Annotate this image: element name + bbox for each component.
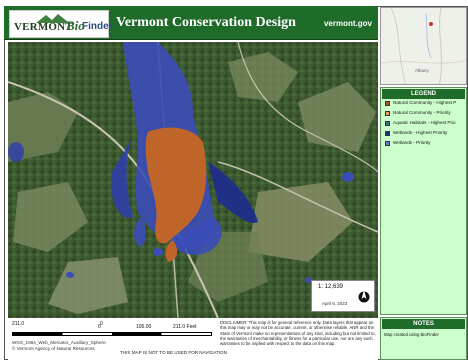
notes-text: Map created using BioFinder xyxy=(384,332,439,337)
legend-swatch xyxy=(385,101,390,106)
site-link[interactable]: vermont.gov xyxy=(323,19,372,28)
legend-item: Natural Community - Priority xyxy=(381,110,466,119)
inset-place-label: Albany xyxy=(415,68,429,73)
legend-title: LEGEND xyxy=(382,89,465,99)
scale-mid-low-label: 0 xyxy=(98,324,101,330)
legend-item: Wetlands - Priority xyxy=(381,140,466,149)
scale-ratio-box: 1: 12,639 April 6, 2023 xyxy=(311,280,375,312)
legend-swatch xyxy=(385,111,390,116)
scale-bar xyxy=(12,332,212,336)
logo-state-text: VERMONT xyxy=(14,21,73,33)
navigation-warning: THIS MAP IS NOT TO BE USED FOR NAVIGATIO… xyxy=(120,350,227,355)
aerial-map[interactable] xyxy=(8,42,378,318)
header-bar: VERMONT Bio Finder Vermont Conservation … xyxy=(4,6,378,40)
scale-zero-label: 0 xyxy=(100,321,103,327)
legend-label: Natural Community - Highest P xyxy=(393,100,457,105)
scale-left-label: 211.0 xyxy=(12,321,25,327)
scale-ratio: 1: 12,639 xyxy=(318,284,344,290)
notes-panel: NOTES Map created using BioFinder xyxy=(380,317,467,360)
map-footer: 211.0 0 0 105.00 211.0 Feet WGS_1984_Web… xyxy=(8,320,378,360)
logo-finder-text: Finder xyxy=(82,21,113,32)
scale-mid-label: 105.00 xyxy=(136,324,152,330)
north-arrow-icon xyxy=(358,290,370,303)
legend-panel: LEGEND Natural Community - Highest P Natu… xyxy=(380,87,467,315)
mountain-icon xyxy=(36,14,76,23)
legend-item: Aquatic Habitats - Highest Prio xyxy=(381,120,466,129)
legend-swatch xyxy=(385,121,390,126)
inset-locator-map[interactable]: Albany xyxy=(380,7,467,85)
location-marker-icon xyxy=(429,22,433,26)
legend-label: Aquatic Habitats - Highest Prio xyxy=(393,120,456,125)
notes-title: NOTES xyxy=(382,319,465,329)
projection-text: WGS_1984_Web_Mercator_Auxiliary_Sphere xyxy=(12,340,106,345)
legend-label: Natural Community - Priority xyxy=(393,110,451,115)
inset-map-canvas xyxy=(381,8,466,84)
disclaimer-text: DISCLAIMER: This map is for general refe… xyxy=(220,320,376,347)
legend-swatch xyxy=(385,131,390,136)
legend-label: Wetlands - Priority xyxy=(393,140,431,145)
legend-item: Natural Community - Highest P xyxy=(381,100,466,109)
map-date: April 6, 2023 xyxy=(322,301,348,306)
legend-swatch xyxy=(385,141,390,146)
map-canvas xyxy=(8,42,378,318)
copyright-text: © Vermont Agency of Natural Resources xyxy=(12,346,95,351)
projection-info: WGS_1984_Web_Mercator_Auxiliary_Sphere ©… xyxy=(12,340,106,352)
scale-right-label: 211.0 Feet xyxy=(173,324,197,330)
map-title: Vermont Conservation Design xyxy=(116,15,296,30)
legend-item: Wetlands - Highest Priority xyxy=(381,130,466,139)
legend-label: Wetlands - Highest Priority xyxy=(393,130,448,135)
biofinder-logo: VERMONT Bio Finder xyxy=(9,10,113,38)
logo-bio-text: Bio xyxy=(66,18,85,33)
